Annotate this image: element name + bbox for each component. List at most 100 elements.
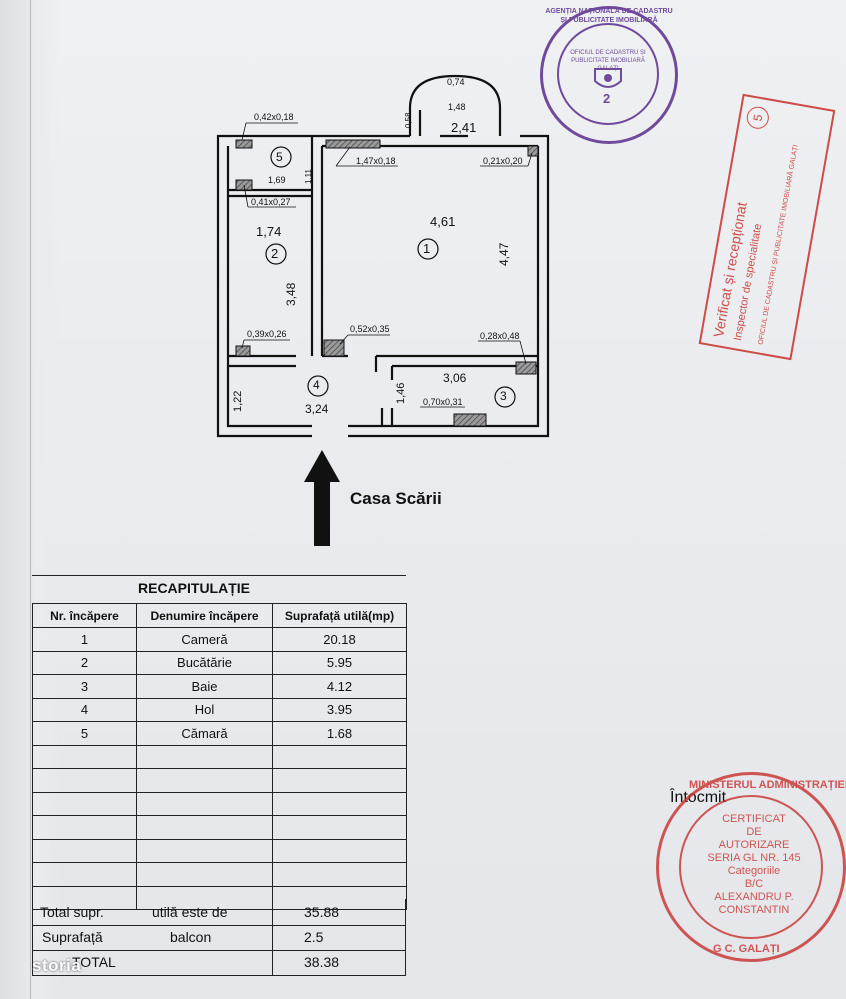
balcony-row: Suprafață balcon 2.5 (32, 925, 406, 951)
grand-total-row: TOTAL 38.38 (32, 950, 406, 976)
dim-room5-height: 1,11 (304, 169, 313, 184)
dim-room2-height: 3,48 (284, 282, 298, 306)
total-label-2: utilă este de (152, 904, 228, 920)
balcony-value: 2.5 (304, 929, 324, 945)
cell-empty (272, 838, 407, 863)
cert-stamp-line: SERIA GL NR. 145 (707, 852, 801, 864)
table-row-empty (32, 744, 407, 769)
cell-name: Cămară (136, 721, 273, 746)
balcony-label-1: Suprafață (42, 929, 103, 945)
dim-room5-length: 1,69 (268, 175, 286, 185)
room-marker-1 (417, 238, 439, 260)
cell-empty (32, 744, 137, 769)
cell-empty (32, 862, 137, 887)
dim-niche-3-bottom: 0,70x0,31 (423, 397, 463, 407)
room-number-5: 5 (276, 150, 283, 164)
dim-bay-top: 0,74 (447, 77, 465, 87)
room-marker-3 (494, 386, 516, 408)
header-name: Denumire încăpere (136, 603, 273, 628)
cert-stamp-line: ALEXANDRU P. (714, 891, 794, 903)
coat-of-arms-icon (594, 68, 622, 88)
cell-area: 4.12 (272, 674, 407, 699)
room-number-3: 3 (500, 389, 507, 403)
cert-stamp-line: CERTIFICAT (722, 813, 786, 825)
table-row-empty (32, 885, 407, 910)
floor-plan (216, 74, 550, 546)
verified-stamp-number: 5 (745, 105, 771, 131)
dim-niche-top: 1,47x0,18 (356, 156, 396, 166)
cell-empty (136, 791, 273, 816)
total-value: 35.88 (304, 904, 340, 920)
agency-stamp-number: 2 (603, 91, 611, 106)
total-row: Total supr. utilă este de 35.88 (32, 900, 406, 926)
cert-stamp-line: CONSTANTIN (718, 904, 790, 916)
dim-niche-3: 0,28x0,48 (480, 331, 520, 341)
cert-stamp-line: Categoriile (727, 865, 781, 877)
cell-area: 1.68 (272, 721, 407, 746)
agency-stamp-ring: AGENȚIA NAȚIONALĂ DE CADASTRU ȘI PUBLICI… (545, 8, 673, 24)
dim-niche-5-lower: 0,41x0,27 (251, 197, 291, 207)
dim-room1-width: 4,61 (430, 214, 456, 229)
cell-nr: 3 (32, 674, 137, 699)
room-number-1: 1 (423, 241, 431, 256)
cell-empty (136, 838, 273, 863)
table-row-empty (32, 815, 407, 840)
room-marker-5 (270, 146, 292, 168)
room-number-4: 4 (313, 378, 320, 392)
dim-room1-height: 4,47 (497, 242, 511, 266)
page-edge (30, 0, 31, 999)
cell-empty (272, 768, 407, 793)
cell-name: Hol (136, 697, 273, 722)
cell-nr: 4 (32, 697, 137, 722)
cell-empty (136, 815, 273, 840)
dim-niche-5: 0,42x0,18 (254, 112, 294, 122)
storia-watermark: storia (32, 956, 82, 975)
table-row-empty (32, 768, 407, 793)
grand-total-value: 38.38 (304, 954, 340, 970)
dim-niche-right: 0,21x0,20 (483, 156, 523, 166)
dim-hall-top: 2,41 (451, 120, 477, 135)
cell-area: 5.95 (272, 650, 407, 675)
header-nr: Nr. încăpere (32, 603, 137, 628)
dim-room3-width: 3,06 (443, 371, 467, 385)
cell-nr: 2 (32, 650, 137, 675)
dim-room4-height: 1,22 (232, 390, 244, 412)
grand-total-label: TOTAL (72, 954, 116, 970)
cell-empty (272, 744, 407, 769)
cell-empty (136, 768, 273, 793)
recap-table-block: RECAPITULAȚIE Nr. încăpere Denumire încă… (32, 575, 407, 985)
plan-leaders (241, 122, 533, 408)
dim-niche-room1-bottom: 0,52x0,35 (350, 324, 390, 334)
room-number-2: 2 (271, 246, 279, 261)
dim-room3-height: 1,46 (395, 382, 407, 404)
dim-room4-width: 3,24 (305, 402, 329, 416)
dim-niche-2: 0,39x0,26 (247, 329, 287, 339)
dim-room2-width: 1,74 (256, 224, 282, 239)
dim-bay-width: 1,48 (448, 102, 466, 112)
table-row-empty (32, 862, 407, 887)
cert-stamp-ring: MINISTERUL ADMINISTRAȚIEI (689, 779, 846, 791)
cell-name: Bucătărie (136, 650, 273, 675)
cell-empty (32, 768, 137, 793)
agency-stamp: AGENȚIA NAȚIONALĂ DE CADASTRU ȘI PUBLICI… (540, 6, 678, 144)
cell-empty (272, 791, 407, 816)
cert-stamp-bottom: G C. GALAȚI (713, 943, 780, 955)
room-marker-2 (265, 243, 287, 265)
cell-empty (272, 815, 407, 840)
cell-empty (136, 862, 273, 887)
room-marker-4 (307, 375, 329, 397)
cert-stamp-line: AUTORIZARE (718, 839, 790, 851)
plan-walls (216, 74, 550, 438)
recap-table: Nr. încăpere Denumire încăpere Suprafață… (32, 603, 407, 910)
header-area: Suprafață utilă(mp) (272, 603, 407, 628)
cell-empty (136, 744, 273, 769)
entrance-label: Casa Scării (350, 489, 442, 508)
recap-title: RECAPITULAȚIE (138, 580, 250, 596)
